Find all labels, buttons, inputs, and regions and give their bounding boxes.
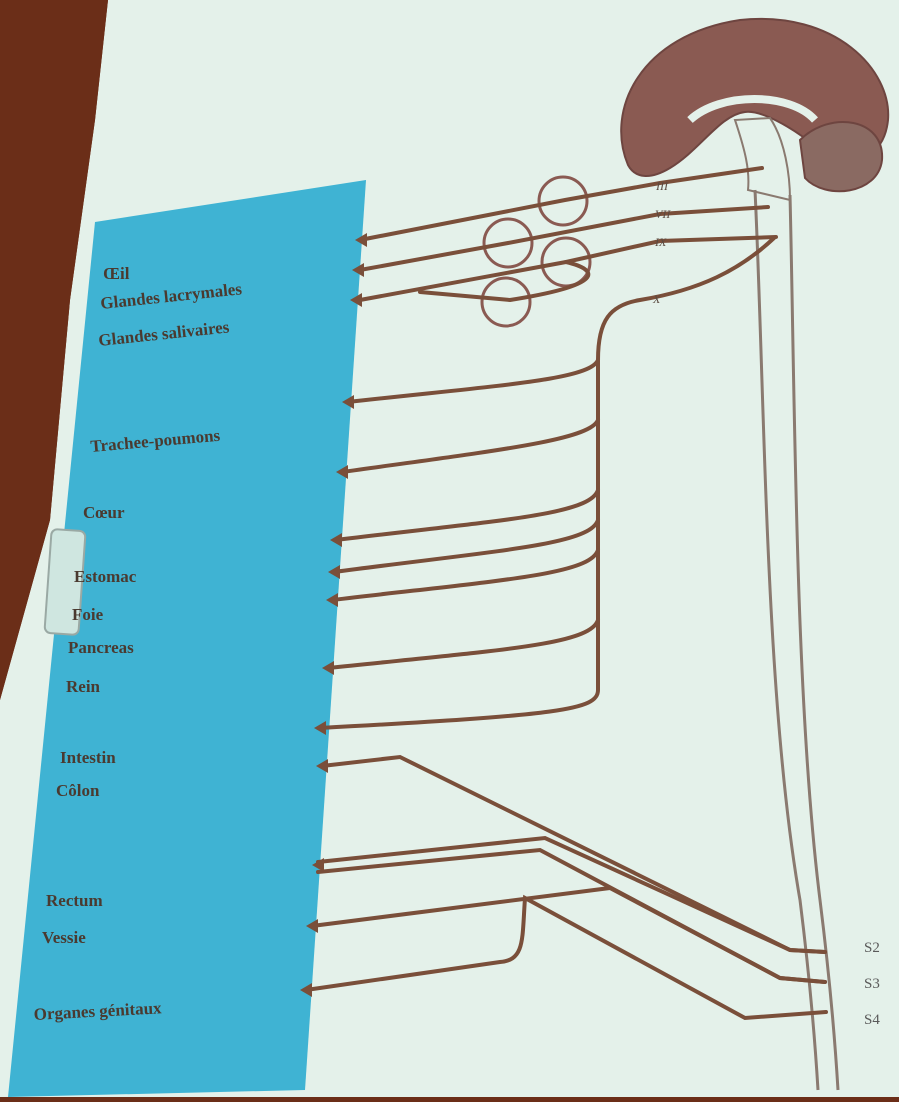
nerve-label-IX: IX bbox=[654, 235, 667, 249]
organ-label-pancreas: Pancreas bbox=[68, 638, 134, 657]
nerve-label-VII: VII bbox=[655, 207, 671, 221]
cerebellum bbox=[800, 122, 882, 191]
organ-label-oeil: Œil bbox=[103, 264, 130, 283]
sacral-label-S4: S4 bbox=[864, 1012, 880, 1028]
nerve-label-III: III bbox=[655, 179, 669, 193]
organ-label-rectum: Rectum bbox=[46, 891, 103, 910]
sacral-label-S2: S2 bbox=[864, 940, 880, 956]
organ-label-coeur: Cœur bbox=[83, 503, 125, 522]
organ-label-colon: Côlon bbox=[56, 781, 100, 800]
organ-label-rein: Rein bbox=[66, 677, 101, 696]
sacral-label-S3: S3 bbox=[864, 976, 880, 992]
organ-label-estomac: Estomac bbox=[74, 567, 137, 586]
organ-label-vessie: Vessie bbox=[42, 928, 86, 947]
nerve-label-X: X bbox=[652, 292, 661, 306]
organ-label-foie: Foie bbox=[72, 605, 104, 624]
organ-label-intestin: Intestin bbox=[60, 748, 116, 767]
